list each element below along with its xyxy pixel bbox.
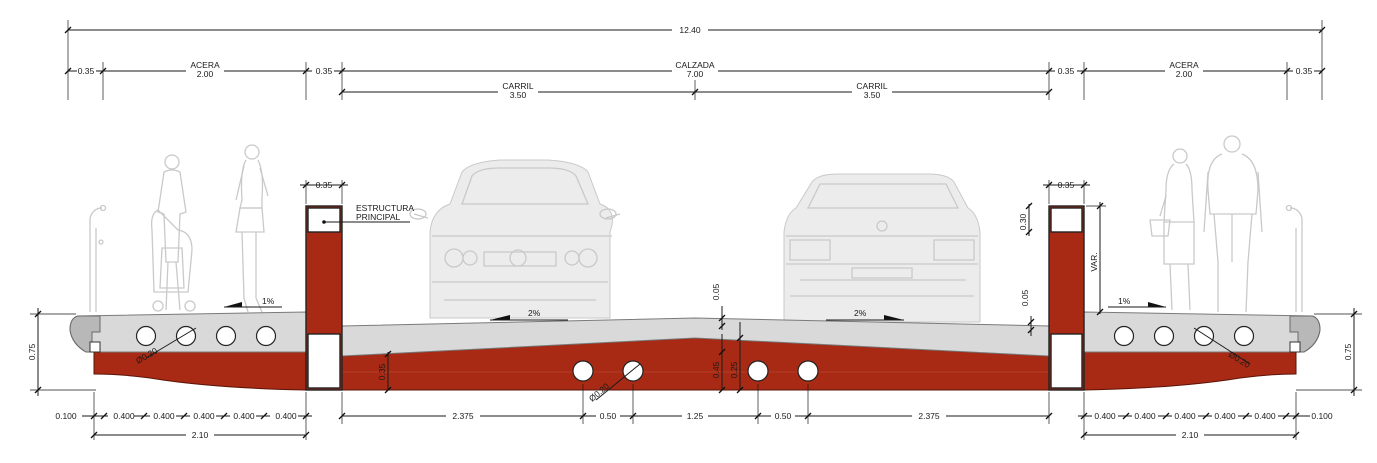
lane-left-width: 3.50 [510, 90, 527, 100]
bottom-center-spacing-3: 1.25 [687, 411, 704, 421]
bottom-right-spacing-5: 0.400 [1254, 411, 1276, 421]
bottom-dimensions-left: 0.100 0.400 0.400 0.400 0.400 0.400 2.10 [55, 392, 312, 440]
lane-left-label: CARRIL [502, 81, 533, 91]
right-wall-label: 0.35 [1058, 66, 1075, 76]
right-height-label: 0.75 [1343, 343, 1353, 360]
car-front-view-icon [409, 159, 621, 319]
crown-dimensions: 0.05 0.05 [711, 283, 1035, 336]
central-deck [341, 317, 1050, 391]
bottom-right-edge: 0.100 [1311, 411, 1333, 421]
structure-label-line1: ESTRUCTURA [356, 203, 414, 213]
structure-callout: ESTRUCTURA PRINCIPAL [322, 203, 414, 224]
roadway-label: CALZADA [675, 60, 715, 70]
pedestrian-woman-icon [235, 144, 269, 313]
left-sidewalk-width: 2.00 [197, 69, 214, 79]
center-b-label: 0.25 [729, 361, 739, 378]
slope-right-sidewalk: 1% [1118, 296, 1131, 306]
pedestrian-with-stroller-icon [150, 154, 196, 312]
slab-thickness-label: 0.35 [377, 363, 387, 380]
street-lamp-icon [89, 204, 1303, 312]
overall-height-dimensions: 0.75 0.75 [27, 308, 1362, 396]
left-main-beam [305, 205, 343, 391]
left-wall-label: 0.35 [316, 66, 333, 76]
slope-left-lane: 2% [528, 308, 541, 318]
structure-label-line2: PRINCIPAL [356, 212, 401, 222]
bottom-right-spacing-4: 0.400 [1214, 411, 1236, 421]
slope-left-sidewalk: 1% [262, 296, 275, 306]
right-margin-label: 0.35 [1296, 66, 1313, 76]
crown-left-label: 0.05 [711, 283, 721, 300]
left-height-label: 0.75 [27, 343, 37, 360]
bottom-left-spacing-1: 0.400 [113, 411, 135, 421]
right-main-beam [1048, 205, 1085, 391]
right-sidewalk-label: ACERA [1169, 60, 1199, 70]
lane-right-label: CARRIL [856, 81, 887, 91]
bottom-left-spacing-3: 0.400 [193, 411, 215, 421]
left-sidewalk-slab [69, 311, 307, 391]
left-beam-width-label: 0.35 [316, 180, 333, 190]
bottom-right-spacing-2: 0.400 [1134, 411, 1156, 421]
center-a-label: 0.45 [711, 361, 721, 378]
bottom-right-total: 2.10 [1182, 430, 1199, 440]
left-sidewalk-label: ACERA [190, 60, 220, 70]
roadway-width: 7.00 [687, 69, 704, 79]
right-sidewalk-width: 2.00 [1176, 69, 1193, 79]
bottom-left-edge: 0.100 [55, 411, 77, 421]
bottom-center-spacing-1: 2.375 [452, 411, 474, 421]
bottom-center-spacing-5: 2.375 [918, 411, 940, 421]
total-width-label: 12.40 [679, 25, 701, 35]
center-depth-dimensions: 0.25 0.45 0.35 [377, 322, 744, 394]
car-rear-view-icon [783, 173, 981, 323]
bottom-center-spacing-4: 0.50 [775, 411, 792, 421]
right-beam-width-label: 0.35 [1058, 180, 1075, 190]
bottom-right-spacing-1: 0.400 [1094, 411, 1116, 421]
right-beam-height-dimensions: 0.30 VAR. [1018, 202, 1106, 316]
right-beam-top-label: 0.30 [1018, 213, 1028, 230]
top-dimension-total: 12.40 [64, 20, 1326, 100]
bottom-dimensions-center: 2.375 0.50 1.25 0.50 2.375 [338, 384, 1053, 424]
right-sidewalk-slab [1083, 311, 1321, 391]
bottom-left-spacing-5: 0.400 [275, 411, 297, 421]
bottom-right-spacing-3: 0.400 [1174, 411, 1196, 421]
right-beam-var-label: VAR. [1089, 252, 1099, 271]
beam-width-dimensions: 0.35 0.35 [300, 180, 1090, 204]
lane-right-width: 3.50 [864, 90, 881, 100]
left-margin-label: 0.35 [78, 66, 95, 76]
pedestrian-couple-icon [1149, 135, 1263, 313]
bottom-dimensions-right: 0.400 0.400 0.400 0.400 0.400 0.100 2.10 [1078, 392, 1333, 440]
slope-right-lane: 2% [854, 308, 867, 318]
crown-right-label: 0.05 [1020, 289, 1030, 306]
top-dimension-components: 0.35 ACERA 2.00 0.35 CALZADA 7.00 0.35 A… [64, 60, 1326, 100]
slope-markers: 1% 2% 2% 1% [224, 296, 1166, 321]
bottom-center-spacing-2: 0.50 [600, 411, 617, 421]
bottom-left-spacing-4: 0.400 [233, 411, 255, 421]
bottom-left-total: 2.10 [192, 430, 209, 440]
bottom-left-spacing-2: 0.400 [153, 411, 175, 421]
top-dimension-lanes: CARRIL 3.50 CARRIL 3.50 [338, 80, 1053, 100]
